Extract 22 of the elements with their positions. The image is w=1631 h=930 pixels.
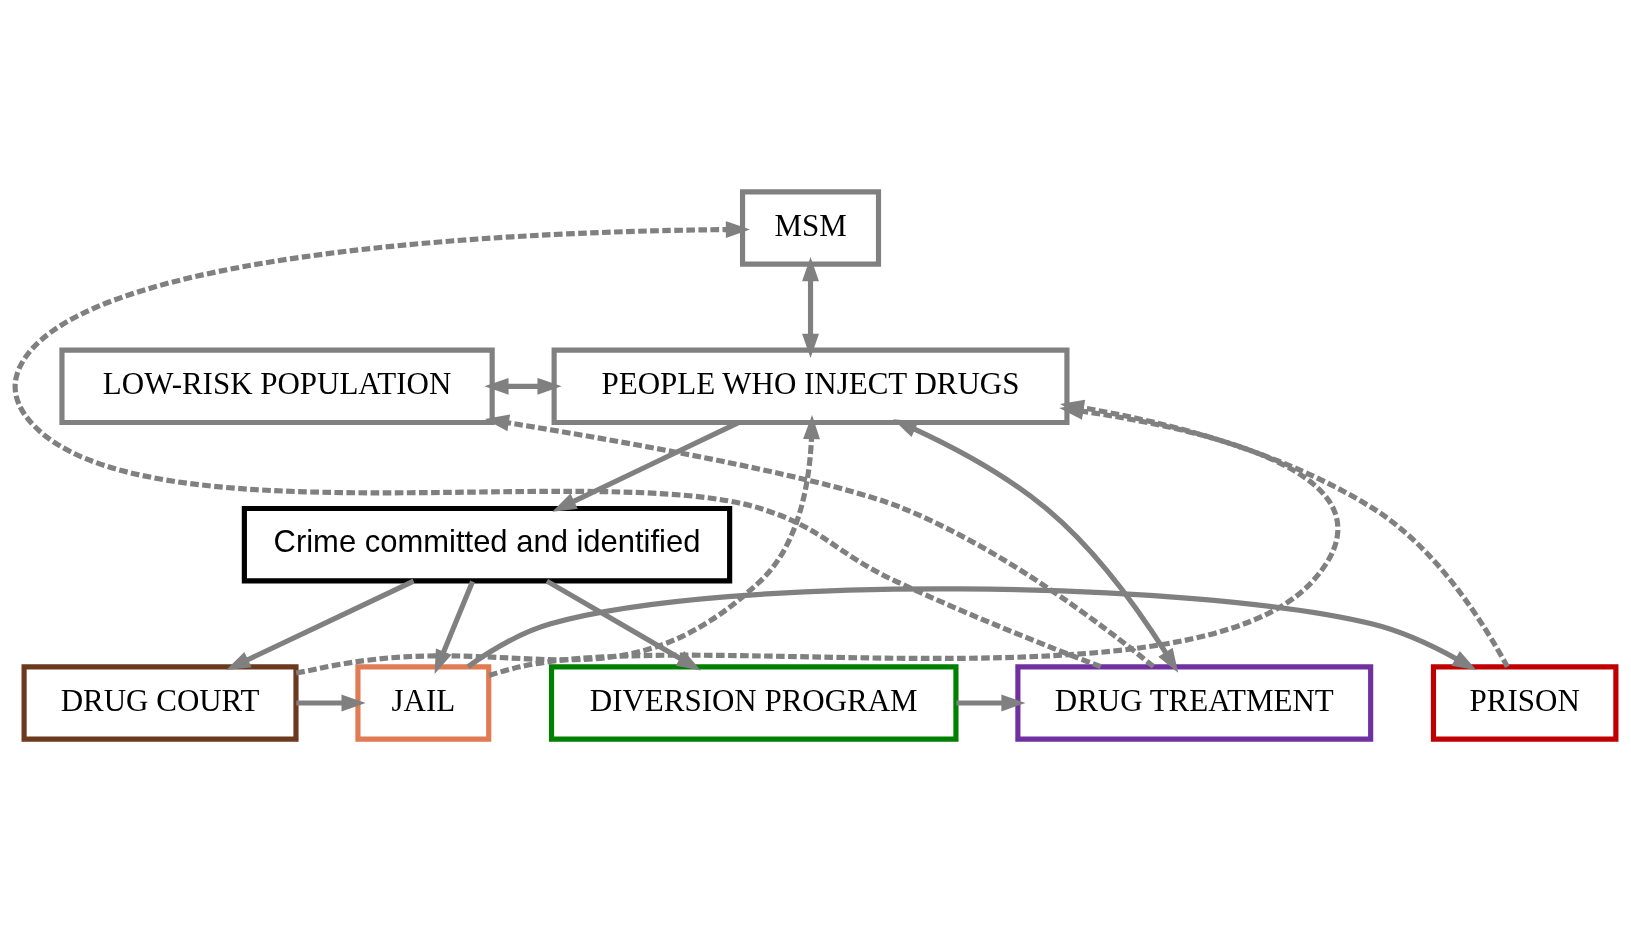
arrow (434, 580, 475, 674)
node-box: PRISON (1430, 663, 1619, 742)
arrow (13, 220, 1102, 669)
node-box: DRUG COURT (21, 663, 299, 742)
node-box: Crime committed and identified (241, 505, 733, 583)
arrow (466, 585, 1477, 670)
arrow (893, 418, 1179, 673)
arrow (484, 414, 1156, 668)
arrow (484, 377, 562, 395)
node-box: MSM (739, 188, 882, 267)
arrow (295, 414, 820, 676)
arrow (296, 694, 366, 711)
arrow (545, 578, 701, 671)
arrow (226, 578, 415, 670)
node-box: JAIL (355, 663, 492, 742)
node-box: PEOPLE WHO INJECT DRUGS (551, 347, 1070, 425)
node-box: DIVERSION PROGRAM (548, 663, 959, 742)
arrow (552, 420, 740, 512)
arrow (956, 694, 1026, 711)
node-box: LOW-RISK POPULATION (59, 347, 495, 425)
node-box: DRUG TREATMENT (1015, 663, 1374, 742)
arrow (802, 256, 819, 358)
